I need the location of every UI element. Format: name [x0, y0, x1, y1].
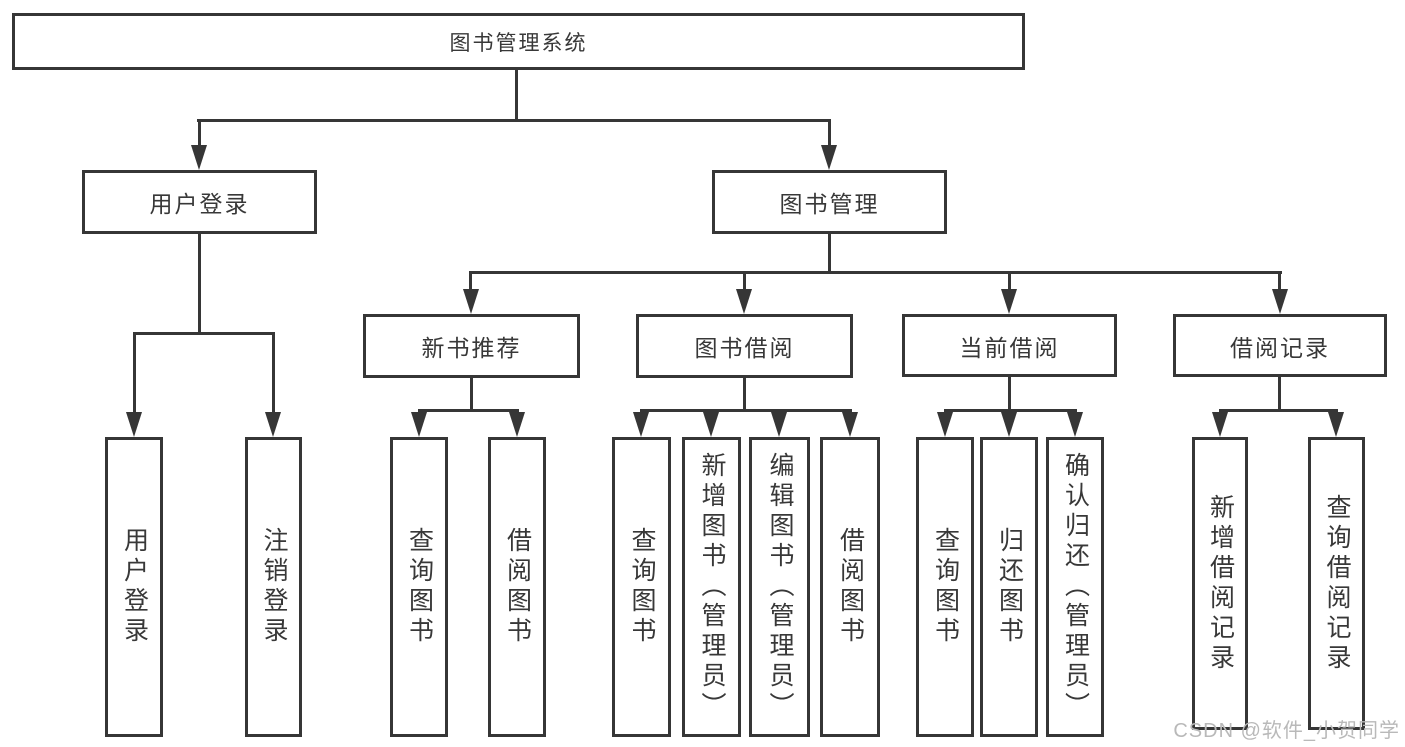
- arrowhead-down-icon: [1001, 412, 1017, 437]
- node-book-management: 图书管理: [712, 170, 947, 234]
- leaf-borrowing-edit-books-admin: 编辑图书（管理员）: [749, 437, 810, 737]
- arrowhead-down-icon: [703, 412, 719, 437]
- arrowhead-down-icon: [633, 412, 649, 437]
- connector-line: [470, 378, 473, 412]
- connector-line: [1008, 271, 1011, 292]
- connector-line: [1219, 409, 1338, 412]
- arrowhead-down-icon: [463, 289, 479, 314]
- arrowhead-down-icon: [842, 412, 858, 437]
- connector-line: [1278, 377, 1281, 412]
- arrowhead-down-icon: [1272, 289, 1288, 314]
- arrowhead-down-icon: [821, 145, 837, 170]
- connector-line: [1278, 271, 1281, 292]
- connector-line: [515, 70, 518, 122]
- connector-line: [469, 271, 1282, 274]
- arrowhead-down-icon: [191, 145, 207, 170]
- arrowhead-down-icon: [736, 289, 752, 314]
- connector-line: [640, 409, 852, 412]
- node-borrowing-records: 借阅记录: [1173, 314, 1387, 377]
- leaf-current-confirm-return-admin: 确认归还（管理员）: [1046, 437, 1104, 737]
- node-current-borrowing: 当前借阅: [902, 314, 1117, 377]
- leaf-borrowing-borrow-books: 借阅图书: [820, 437, 880, 737]
- node-system-root: 图书管理系统: [12, 13, 1025, 70]
- connector-line: [743, 378, 746, 412]
- leaf-records-add-record: 新增借阅记录: [1192, 437, 1248, 730]
- arrowhead-down-icon: [411, 412, 427, 437]
- leaf-logout: 注销登录: [245, 437, 302, 737]
- connector-line: [469, 271, 472, 292]
- node-new-book-recommend: 新书推荐: [363, 314, 580, 378]
- arrowhead-down-icon: [265, 412, 281, 437]
- connector-line: [198, 234, 201, 335]
- connector-line: [133, 332, 275, 335]
- arrowhead-down-icon: [1001, 289, 1017, 314]
- leaf-newbook-borrow-books: 借阅图书: [488, 437, 546, 737]
- connector-line: [133, 332, 136, 414]
- node-user-login: 用户登录: [82, 170, 317, 234]
- connector-line: [828, 234, 831, 274]
- arrowhead-down-icon: [771, 412, 787, 437]
- leaf-current-query-books: 查询图书: [916, 437, 974, 737]
- arrowhead-down-icon: [509, 412, 525, 437]
- leaf-newbook-query-books: 查询图书: [390, 437, 448, 737]
- arrowhead-down-icon: [937, 412, 953, 437]
- connector-line: [944, 409, 1077, 412]
- connector-line: [1008, 377, 1011, 412]
- connector-line: [198, 119, 201, 149]
- leaf-borrowing-add-books-admin: 新增图书（管理员）: [682, 437, 741, 737]
- leaf-records-query-record: 查询借阅记录: [1308, 437, 1365, 730]
- csdn-watermark: CSDN @软件_小贺同学: [1173, 720, 1400, 742]
- leaf-current-return-books: 归还图书: [980, 437, 1038, 737]
- connector-line: [828, 119, 831, 149]
- leaf-user-login: 用户登录: [105, 437, 163, 737]
- arrowhead-down-icon: [1328, 412, 1344, 437]
- arrowhead-down-icon: [1212, 412, 1228, 437]
- connector-line: [197, 119, 831, 122]
- connector-line: [272, 332, 275, 414]
- leaf-borrowing-query-books: 查询图书: [612, 437, 671, 737]
- arrowhead-down-icon: [126, 412, 142, 437]
- connector-line: [418, 409, 519, 412]
- connector-line: [743, 271, 746, 292]
- node-book-borrowing: 图书借阅: [636, 314, 853, 378]
- arrowhead-down-icon: [1067, 412, 1083, 437]
